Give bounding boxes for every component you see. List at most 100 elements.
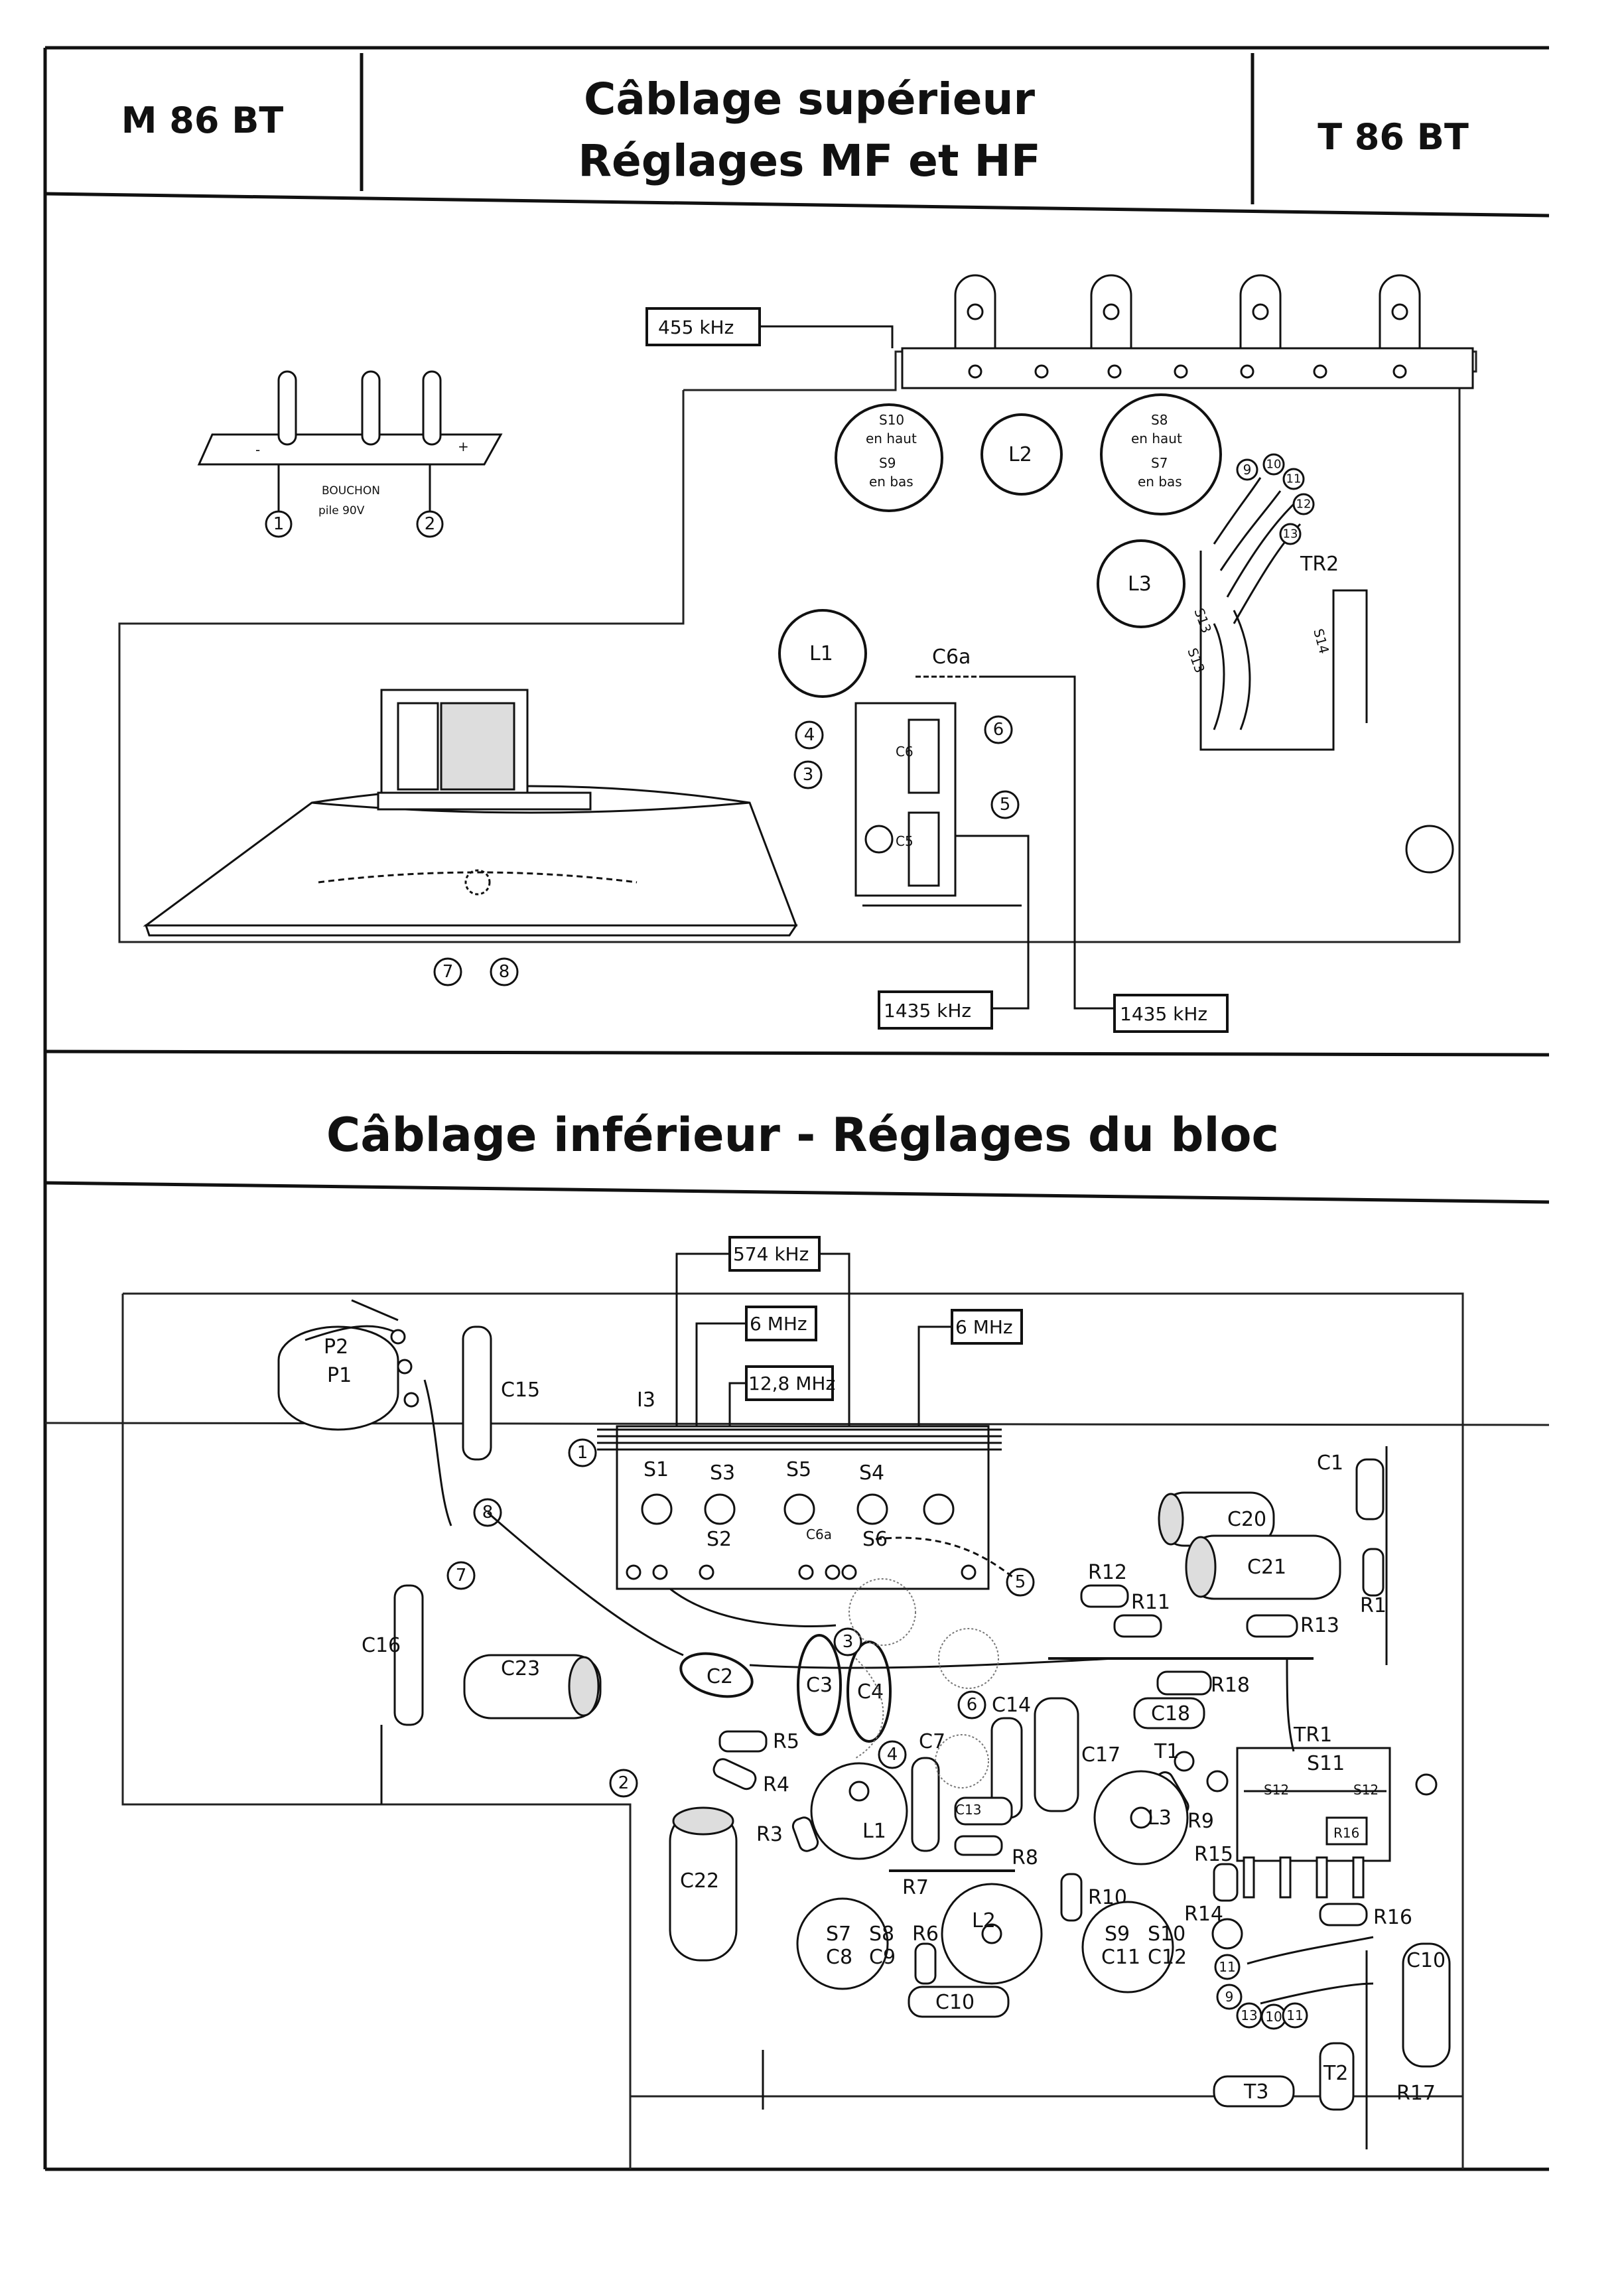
marker-5-lower: 5: [1006, 1568, 1035, 1597]
s13b-label: S13: [1184, 646, 1208, 675]
svg-text:C13: C13: [955, 1802, 981, 1818]
freq-455-lead: [760, 325, 894, 348]
capacitor-c18: C18: [1133, 1697, 1205, 1729]
title-mf-hf-adjustments: Réglages MF et HF: [578, 135, 1041, 186]
capacitor-c22: C22: [669, 1806, 738, 1962]
svg-text:C8: C8: [826, 1946, 852, 1969]
transistor-t3: T3: [1213, 2075, 1295, 2108]
capacitor-c15: C15: [462, 1325, 540, 1461]
svg-text:en bas: en bas: [1138, 474, 1182, 490]
coil-s7-c8: S7 C8: [796, 1897, 889, 1990]
svg-text:9: 9: [1225, 1989, 1234, 2005]
svg-text:1: 1: [577, 1443, 588, 1463]
capacitor-c21: C21: [1185, 1534, 1341, 1600]
r16-tr1-label: R16: [1333, 1825, 1359, 1841]
svg-text:R1: R1: [1360, 1594, 1387, 1617]
marker-13-lower: 13: [1236, 2002, 1262, 2029]
marker-7-upper: 7: [433, 957, 462, 986]
capacitor-c7: C7: [911, 1730, 945, 1852]
svg-text:T2: T2: [1323, 2062, 1348, 2085]
svg-text:1435 kHz: 1435 kHz: [884, 1000, 971, 1022]
svg-text:C20: C20: [1227, 1508, 1266, 1531]
svg-text:T1: T1: [1154, 1740, 1179, 1763]
svg-text:574 kHz: 574 kHz: [733, 1243, 809, 1265]
svg-text:R3: R3: [756, 1823, 783, 1846]
svg-text:C15: C15: [501, 1379, 540, 1402]
transistor-t1: T1: [1154, 1740, 1195, 1772]
svg-text:R12: R12: [1088, 1561, 1127, 1584]
tuning-capacitor-c6-c5: [854, 702, 1022, 907]
svg-text:13: 13: [1283, 527, 1298, 541]
wavechange-switch-block: [597, 1425, 1002, 1590]
resistor-r3: R3: [756, 1816, 819, 1852]
resistor-r14: R14: [1184, 1903, 1243, 1950]
capacitor-c17: C17: [1034, 1697, 1120, 1812]
tube-socket-l2: L2: [941, 1883, 1043, 1985]
marker-8-upper: 8: [490, 957, 519, 986]
svg-text:2: 2: [618, 1773, 630, 1793]
s14-label: S14: [1310, 627, 1332, 655]
svg-text:C17: C17: [1081, 1743, 1120, 1767]
svg-text:10: 10: [1266, 458, 1282, 472]
title-lower-wiring: Câblage inférieur - Réglages du bloc: [326, 1108, 1279, 1162]
marker-11b-lower: 11: [1282, 2002, 1308, 2029]
coil-s10-s9: S10 en haut S9 en bas: [835, 403, 943, 512]
svg-text:C10: C10: [1406, 1949, 1446, 1972]
svg-text:C23: C23: [501, 1657, 540, 1680]
pile-90v-label: pile 90V: [318, 504, 365, 517]
svg-text:3: 3: [803, 765, 814, 785]
switch-s3-label: S3: [710, 1461, 735, 1485]
coil-s10-c12: S10 C12: [1148, 1923, 1187, 1969]
svg-text:3: 3: [843, 1632, 854, 1652]
marker-7-lower: 7: [446, 1561, 476, 1590]
svg-text:455 kHz: 455 kHz: [658, 316, 734, 338]
c5-to-1435-left: [955, 835, 1030, 1010]
trimmer-c6-label: C6: [896, 744, 914, 760]
switch-i3-label: I3: [637, 1388, 655, 1412]
marker-3-upper: 3: [793, 760, 823, 789]
s13a-label: S13: [1191, 606, 1215, 636]
wiring-lower: [380, 1379, 1388, 2149]
resistor-r17-label: R17: [1396, 2082, 1436, 2105]
svg-text:S10: S10: [1148, 1923, 1185, 1946]
tr1-label: TR1: [1293, 1723, 1332, 1747]
svg-text:S10: S10: [879, 412, 904, 428]
svg-text:5: 5: [1000, 795, 1011, 815]
marker-9-lower: 9: [1216, 1984, 1243, 2010]
svg-text:en bas: en bas: [869, 474, 914, 490]
marker-3-lower: 3: [833, 1627, 862, 1656]
capacitor-c16: C16: [362, 1584, 424, 1726]
marker-4-upper: 4: [795, 720, 824, 750]
plug-minus-sign: -: [255, 442, 260, 458]
capacitor-c10-right: C10: [1402, 1942, 1451, 2068]
svg-text:R9: R9: [1187, 1810, 1214, 1833]
svg-text:R13: R13: [1300, 1614, 1339, 1637]
svg-text:11: 11: [1286, 472, 1302, 486]
coil-l1-upper: L1: [778, 609, 867, 698]
s12-left-label: S12: [1264, 1782, 1289, 1798]
switch-s4-label: S4: [859, 1461, 884, 1485]
svg-text:R15: R15: [1194, 1843, 1233, 1866]
svg-text:L2: L2: [972, 1909, 996, 1932]
coil-s9-c11: S9 C11: [1081, 1901, 1174, 1993]
svg-text:C9: C9: [869, 1946, 896, 1969]
resistor-r5: R5: [718, 1730, 799, 1753]
resistor-r7-label: R7: [902, 1876, 929, 1899]
transformer-tr1: [1206, 1747, 1438, 1899]
battery-plug: [197, 370, 503, 514]
svg-text:R11: R11: [1131, 1591, 1170, 1614]
svg-text:C14: C14: [992, 1694, 1031, 1717]
svg-text:C12: C12: [1148, 1946, 1187, 1969]
s12-right-label: S12: [1353, 1782, 1379, 1798]
c6a-to-1435-right: [982, 675, 1115, 1010]
resistor-r13: R13: [1246, 1614, 1339, 1638]
if-transformer-terminal-strip: [901, 274, 1474, 389]
marker-11-upper: 11: [1282, 468, 1305, 490]
freq-12-8mhz-box: 12,8 MHz: [745, 1365, 835, 1401]
svg-text:L1: L1: [862, 1820, 886, 1843]
coil-l2-upper: L2: [981, 413, 1063, 496]
trimmer-c5-label: C5: [896, 833, 914, 849]
marker-9-upper: 9: [1236, 458, 1258, 481]
svg-text:11: 11: [1286, 2007, 1303, 2023]
svg-text:7: 7: [442, 962, 454, 982]
